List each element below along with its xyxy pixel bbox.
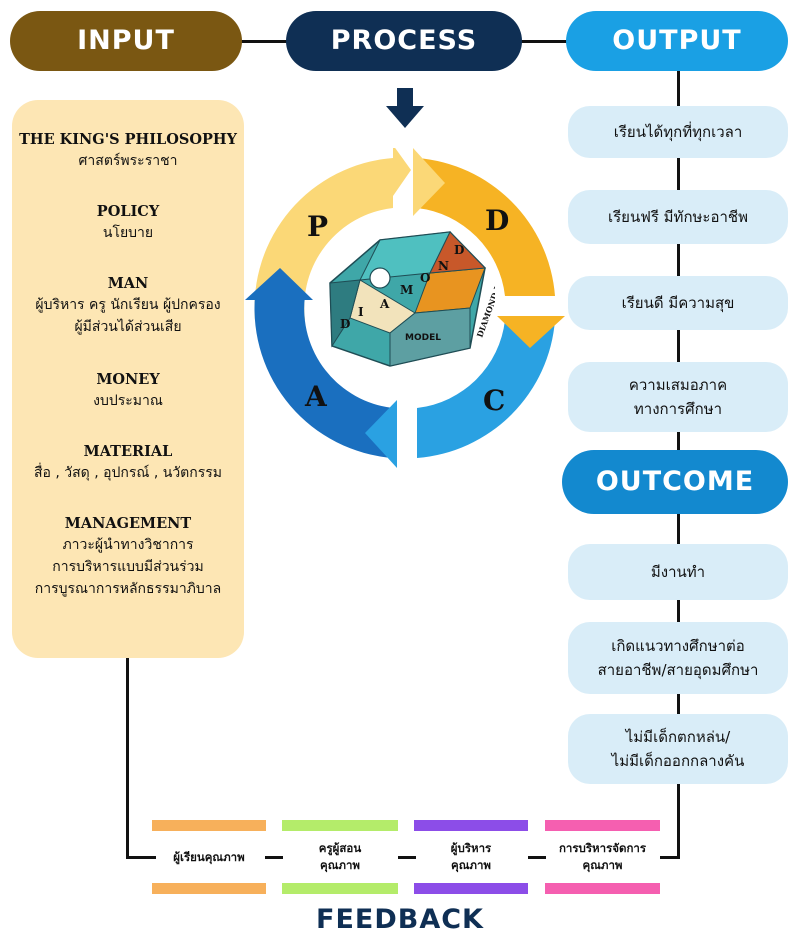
section-text: ผู้มีส่วนได้ส่วนเสีย <box>74 319 182 335</box>
diamond-letter: A <box>379 297 390 311</box>
arrow-tip-a <box>245 268 313 300</box>
cycle-segment-a <box>254 296 393 458</box>
feedback-connector-2 <box>398 856 416 859</box>
feedback-item-management: การบริหารจัดการ คุณภาพ <box>558 841 647 872</box>
feedback-bar-bottom-1 <box>152 883 266 894</box>
section-title: POLICY <box>96 203 160 220</box>
section-text: ศาสตร์พระราชา <box>78 153 178 169</box>
diamond-letter: I <box>358 305 364 319</box>
feedback-connector-3 <box>528 856 546 859</box>
input-header: INPUT <box>10 11 242 71</box>
cycle-segment-p <box>254 148 411 320</box>
input-panel: THE KING'S PHILOSOPHY ศาสตร์พระราชา POLI… <box>12 100 244 658</box>
section-text: ผู้บริหาร ครู นักเรียน ผู้ปกครอง <box>35 297 221 313</box>
cycle-segment-c <box>417 320 555 458</box>
feedback-line-right-h <box>660 856 680 859</box>
diamond-model-graphic: D I A M O N D MODEL DIAMOND MODEL <box>329 231 495 367</box>
section-text: ภาวะผู้นำทางวิชาการ <box>62 537 194 553</box>
output-header: OUTPUT <box>566 11 788 71</box>
process-header: PROCESS <box>286 11 522 71</box>
diamond-model-label: MODEL <box>405 333 441 343</box>
input-section-philosophy: THE KING'S PHILOSOPHY ศาสตร์พระราชา <box>12 130 244 172</box>
input-section-policy: POLICY นโยบาย <box>12 202 244 244</box>
feedback-item-teacher: ครูผู้สอน คุณภาพ <box>318 841 362 872</box>
arrow-tip-c <box>365 400 397 468</box>
output-box: เรียนดี มีความสุข <box>568 276 788 330</box>
section-title: MATERIAL <box>83 443 173 460</box>
feedback-bar-top-2 <box>282 820 398 831</box>
outcome-box: เกิดแนวทางศึกษาต่อ สายอาชีพ/สายอุดมศึกษา <box>568 622 788 694</box>
pdca-cycle: P D C A <box>245 148 565 468</box>
section-text: การบริหารแบบมีส่วนร่วม <box>52 559 204 575</box>
input-section-man: MAN ผู้บริหาร ครู นักเรียน ผู้ปกครอง ผู้… <box>12 274 244 338</box>
cycle-letter-d: D <box>485 204 509 237</box>
input-section-money: MONEY งบประมาณ <box>12 370 244 412</box>
feedback-line-left <box>126 658 129 858</box>
feedback-bar-top-1 <box>152 820 266 831</box>
feedback-item-administrator: ผู้บริหาร คุณภาพ <box>450 841 492 872</box>
feedback-connector-1 <box>265 856 283 859</box>
feedback-bar-bottom-3 <box>414 883 528 894</box>
outcome-header: OUTCOME <box>562 450 788 514</box>
section-text: สื่อ , วัสดุ , อุปกรณ์ , นวัตกรรม <box>33 465 223 481</box>
input-section-material: MATERIAL สื่อ , วัสดุ , อุปกรณ์ , นวัตกร… <box>12 442 244 484</box>
cycle-letter-a: A <box>304 380 328 413</box>
feedback-bar-top-3 <box>414 820 528 831</box>
section-title: MANAGEMENT <box>64 515 192 532</box>
section-text: งบประมาณ <box>93 393 163 409</box>
section-text: นโยบาย <box>102 225 154 241</box>
school-logo-icon <box>369 267 391 289</box>
arrow-tip-p <box>413 148 445 216</box>
outcome-box: มีงานทำ <box>568 544 788 600</box>
diamond-letter: O <box>420 271 430 285</box>
feedback-bar-top-4 <box>545 820 660 831</box>
section-text: การบูรณาการหลักธรรมาภิบาล <box>34 581 222 597</box>
feedback-line-left-h <box>126 856 156 859</box>
arrow-down-icon <box>386 88 424 128</box>
output-box: เรียนฟรี มีทักษะอาชีพ <box>568 190 788 244</box>
feedback-item-learner: ผู้เรียนคุณภาพ <box>173 849 245 864</box>
diamond-letter: D <box>340 317 350 331</box>
output-box: ความเสมอภาค ทางการศึกษา <box>568 362 788 432</box>
section-title: THE KING'S PHILOSOPHY <box>19 131 237 148</box>
arrow-tip-d <box>497 316 565 348</box>
input-section-management: MANAGEMENT ภาวะผู้นำทางวิชาการ การบริหาร… <box>12 514 244 600</box>
diamond-letter: D <box>454 243 464 257</box>
outcome-box: ไม่มีเด็กตกหล่น/ ไม่มีเด็กออกกลางคัน <box>568 714 788 784</box>
section-title: MONEY <box>96 371 160 388</box>
cycle-letter-p: P <box>307 210 328 243</box>
cycle-segment-d <box>417 158 555 296</box>
diamond-letter: N <box>438 259 449 273</box>
feedback-title: FEEDBACK <box>316 904 484 935</box>
feedback-bar-bottom-2 <box>282 883 398 894</box>
output-box: เรียนได้ทุกที่ทุกเวลา <box>568 106 788 158</box>
cycle-letter-c: C <box>483 384 505 417</box>
connector-process-output <box>520 40 570 43</box>
diamond-letter: M <box>400 283 413 297</box>
connector-input-process <box>240 40 290 43</box>
feedback-bar-bottom-4 <box>545 883 660 894</box>
section-title: MAN <box>107 275 149 292</box>
